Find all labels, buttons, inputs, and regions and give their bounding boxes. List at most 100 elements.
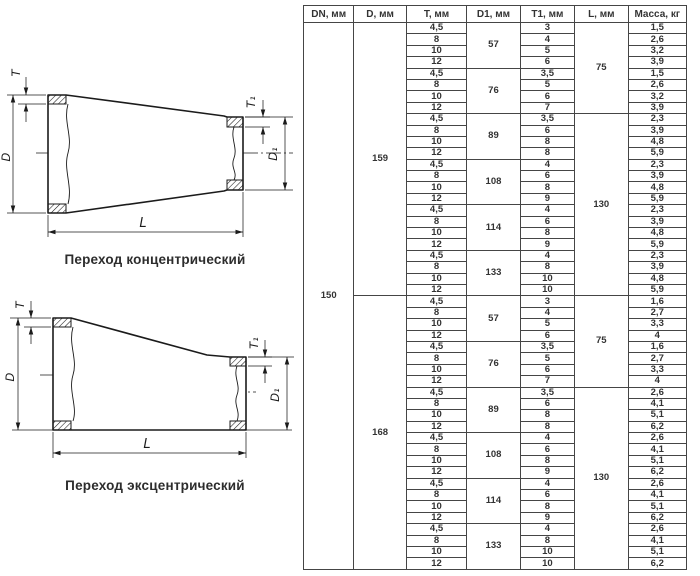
cell-d1: 76 (466, 67, 521, 115)
cell-mass: 2,6 (627, 78, 687, 92)
wall-section-hatch (226, 179, 244, 191)
cell-t: 4,5 (405, 523, 468, 536)
cell-t1: 10 (519, 283, 576, 297)
dimension-l (47, 192, 244, 237)
cell-t: 8 (405, 443, 468, 456)
cell-t1: 5 (519, 352, 576, 365)
spec-table-header: DN, мм D, мм T, мм D1, мм T1, мм L, мм М… (302, 5, 687, 23)
cell-mass: 1,5 (627, 67, 687, 80)
cell-t: 10 (405, 227, 468, 240)
label-d: D (3, 372, 17, 381)
cell-t: 12 (405, 375, 468, 388)
cell-mass: 2,3 (627, 158, 687, 172)
cell-t1: 7 (519, 101, 576, 115)
cell-mass: 5,1 (627, 454, 687, 468)
table-row: 12 9 6,2 (304, 511, 687, 525)
cell-t1: 3,5 (519, 386, 576, 399)
cell-t1: 9 (519, 511, 576, 525)
label-t1: T₁ (247, 337, 261, 349)
cell-t: 10 (405, 409, 468, 422)
cell-t: 10 (405, 500, 468, 513)
break-line (232, 126, 236, 181)
wall-section-hatch (52, 317, 72, 328)
cell-t1: 6 (519, 329, 576, 342)
dimension-d1 (248, 356, 294, 430)
wall-section-hatch (47, 203, 67, 214)
cell-d1: 57 (466, 22, 521, 69)
cell-t1: 5 (519, 318, 576, 331)
cell-mass: 2,6 (627, 386, 687, 399)
cell-t1: 4 (519, 523, 576, 536)
cell-t: 8 (405, 534, 468, 547)
cell-d1: 133 (466, 249, 521, 297)
cell-t1: 10 (519, 557, 576, 570)
cell-mass: 6,2 (627, 557, 687, 570)
cell-mass: 2,7 (627, 352, 687, 365)
cell-t1: 4 (519, 158, 576, 172)
dimension-l (52, 432, 247, 458)
cell-t1: 6 (519, 363, 576, 377)
cell-t: 8 (405, 33, 468, 46)
cell-t: 12 (405, 283, 468, 297)
cell-l: 75 (574, 21, 629, 115)
cell-t: 12 (405, 56, 468, 69)
cell-mass: 2,6 (627, 33, 687, 46)
cell-mass: 3,2 (627, 44, 687, 58)
cell-t: 12 (405, 329, 468, 342)
cell-mass: 4,1 (627, 534, 687, 547)
cell-mass: 6,2 (627, 511, 687, 525)
cell-t: 4,5 (405, 249, 468, 263)
cell-t: 8 (405, 261, 468, 274)
cell-mass: 3,9 (627, 101, 687, 115)
cell-t: 4,5 (405, 477, 468, 491)
cell-d1: 108 (466, 158, 521, 206)
label-t1: T₁ (244, 96, 258, 108)
cell-t: 10 (405, 272, 468, 286)
cell-t1: 10 (519, 272, 576, 286)
cell-t: 10 (405, 318, 468, 331)
cell-mass: 3,9 (627, 215, 687, 229)
header-row: DN, мм D, мм T, мм D1, мм T1, мм L, мм М… (302, 5, 687, 23)
header-dn: DN, мм (302, 5, 355, 23)
cell-mass: 1,6 (627, 295, 687, 308)
cell-t: 10 (405, 181, 468, 194)
cell-d: 168 (353, 295, 407, 570)
cell-t: 12 (405, 238, 468, 251)
cell-l: 130 (574, 386, 629, 570)
cell-t1: 8 (519, 454, 576, 468)
cell-t: 4,5 (405, 67, 468, 80)
cell-t1: 9 (519, 466, 576, 479)
cell-t1: 3,5 (519, 67, 576, 80)
break-line (235, 365, 239, 422)
cell-mass: 2,3 (627, 204, 687, 217)
label-d1: D₁ (266, 147, 280, 160)
header-mass: Масса, кг (627, 5, 687, 23)
cell-t1: 6 (519, 90, 576, 103)
cell-d1: 114 (466, 477, 521, 525)
cell-t: 8 (405, 352, 468, 365)
cell-t1: 6 (519, 443, 576, 456)
label-d1: D₁ (268, 388, 282, 401)
cell-t: 12 (405, 192, 468, 206)
cell-t1: 4 (519, 477, 576, 491)
cell-t: 8 (405, 397, 468, 411)
cell-t: 12 (405, 511, 468, 525)
header-l: L, мм (574, 5, 629, 23)
cell-t: 12 (405, 420, 468, 434)
cell-mass: 3,9 (627, 170, 687, 183)
cell-t1: 8 (519, 534, 576, 547)
cell-t1: 6 (519, 488, 576, 502)
